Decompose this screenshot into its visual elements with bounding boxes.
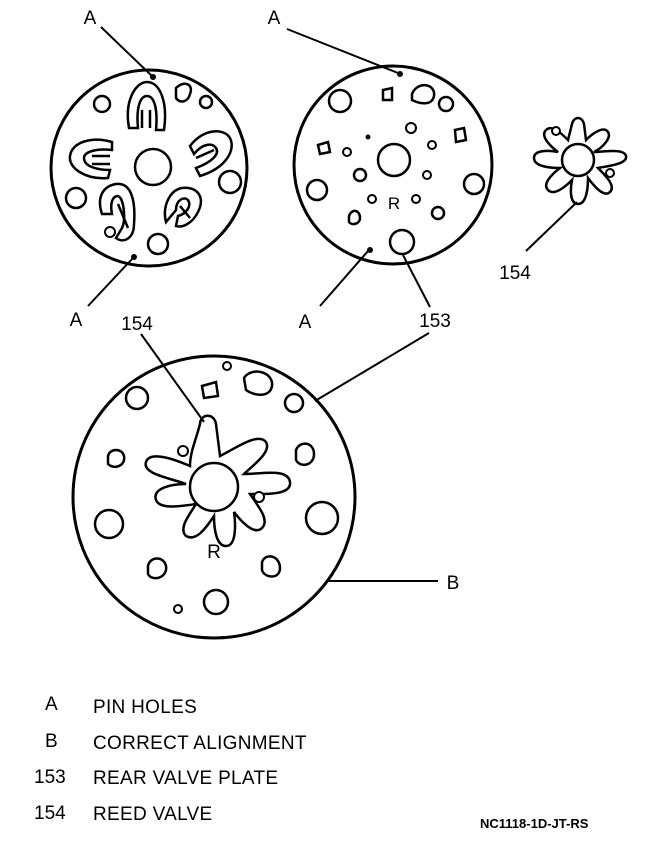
callout-a-top-left: A [84, 8, 97, 29]
callout-a-top-middle: A [268, 8, 281, 29]
plate-letter-top: R [388, 194, 400, 213]
legend-text-b: CORRECT ALIGNMENT [93, 733, 307, 754]
top-left-plate [49, 68, 249, 268]
callout-a-bottom-left: A [70, 310, 83, 331]
plate-letter-bottom: R [207, 542, 221, 563]
callout-154-top: 154 [499, 263, 531, 284]
legend-text-153: REAR VALVE PLATE [93, 768, 279, 789]
reed-valve-small [532, 116, 628, 206]
callout-a-bottom-middle: A [299, 312, 312, 333]
callout-153: 153 [419, 311, 451, 332]
callout-b: B [447, 573, 460, 594]
leader-lines [87, 26, 578, 582]
callout-154-bottom: 154 [121, 314, 153, 335]
legend-code-153: 153 [34, 767, 66, 788]
legend-text-154: REED VALVE [93, 804, 213, 825]
legend-code-a: A [45, 694, 58, 715]
legend-code-b: B [45, 731, 58, 752]
figure-id: NC1118-1D-JT-RS [480, 816, 589, 831]
top-middle-plate: R [292, 64, 494, 266]
legend-text-a: PIN HOLES [93, 697, 198, 718]
assembled-plate: R [71, 354, 357, 640]
legend-code-154: 154 [34, 803, 66, 824]
